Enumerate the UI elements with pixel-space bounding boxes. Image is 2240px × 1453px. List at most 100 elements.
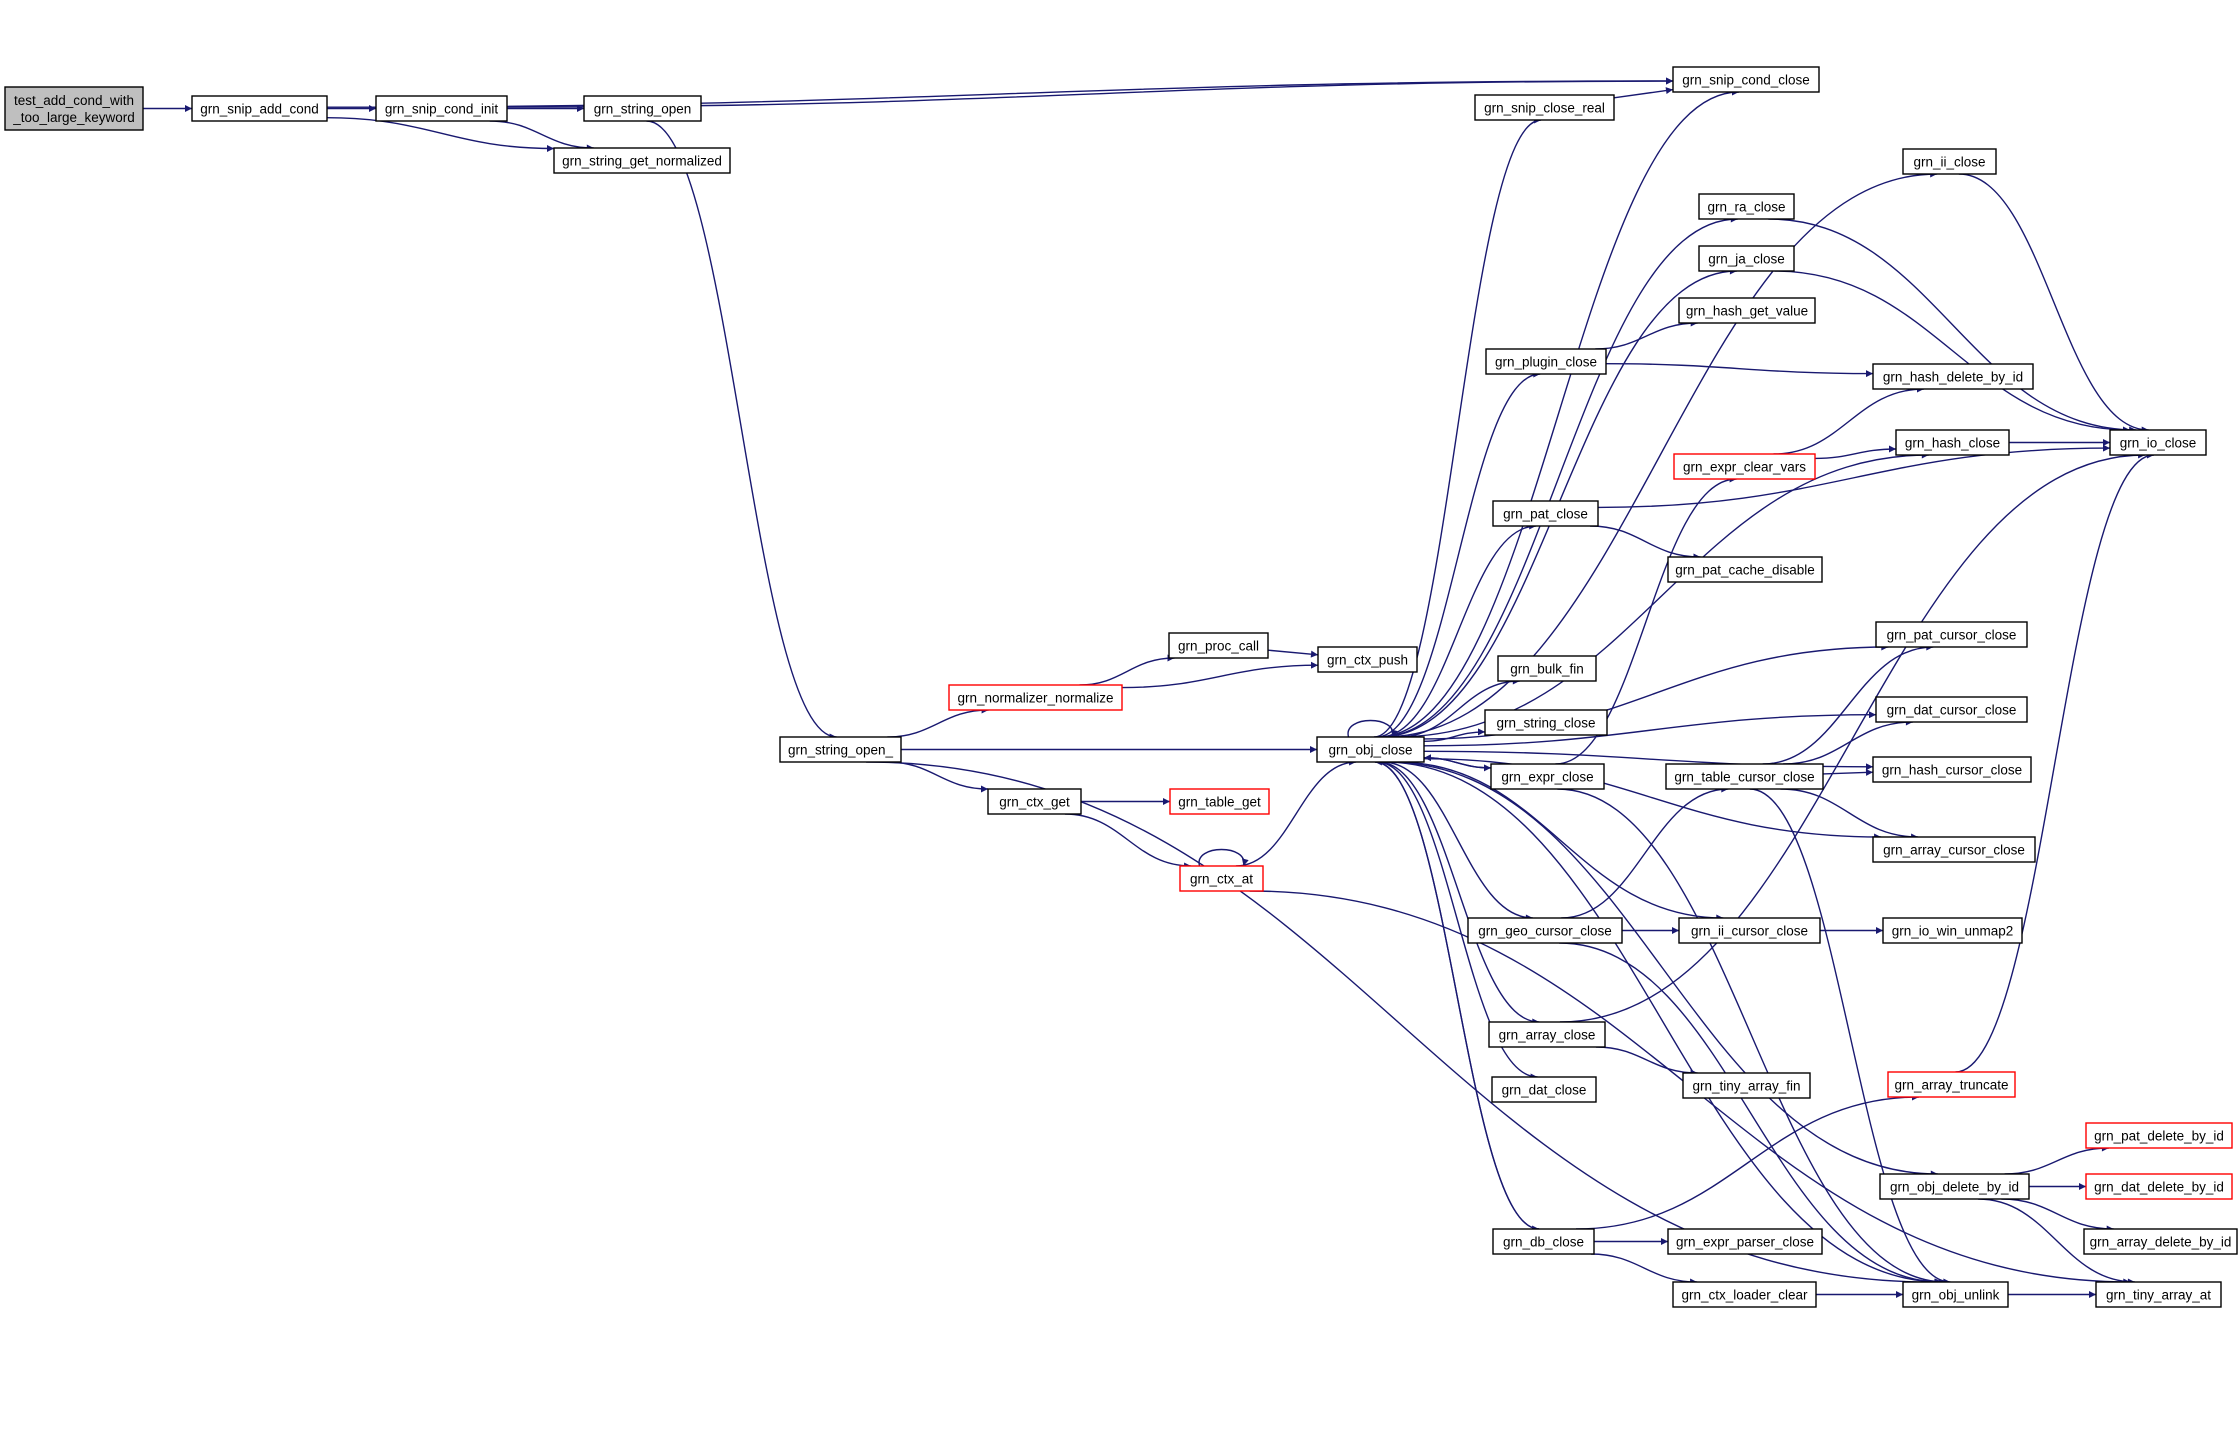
node-expr-close[interactable]: grn_expr_close <box>1490 763 1605 790</box>
node-box <box>2085 1173 2233 1200</box>
node-bulk-fin[interactable]: grn_bulk_fin <box>1497 655 1597 682</box>
node-box <box>1902 1281 2009 1308</box>
node-ii-cursor-close[interactable]: grn_ii_cursor_close <box>1678 917 1821 944</box>
edge-obj-close-to-pat-close <box>1379 522 1537 738</box>
edge-obj-close-to-string-close <box>1423 728 1486 742</box>
edge-db-close-to-ctx-loader-clear <box>1590 1253 1698 1286</box>
node-box <box>1879 1173 2030 1200</box>
node-table-get[interactable]: grn_table_get <box>1169 788 1270 815</box>
node-ctx-loader-clear[interactable]: grn_ctx_loader_clear <box>1672 1281 1817 1308</box>
node-pat-cache-disable[interactable]: grn_pat_cache_disable <box>1667 556 1823 583</box>
node-array-close[interactable]: grn_array_close <box>1488 1021 1606 1048</box>
node-db-close[interactable]: grn_db_close <box>1492 1228 1595 1255</box>
node-box <box>1875 696 2028 723</box>
node-expr-parser-close[interactable]: grn_expr_parser_close <box>1667 1228 1823 1255</box>
node-array-delete-by-id[interactable]: grn_array_delete_by_id <box>2083 1228 2238 1255</box>
node-proc-call[interactable]: grn_proc_call <box>1168 632 1269 659</box>
node-ja-close[interactable]: grn_ja_close <box>1698 245 1795 272</box>
node-string-close[interactable]: grn_string_close <box>1484 709 1608 736</box>
node-box <box>1875 621 2028 648</box>
node-dat-delete-by-id[interactable]: grn_dat_delete_by_id <box>2085 1173 2233 1200</box>
node-normalizer-normalize[interactable]: grn_normalizer_normalize <box>948 684 1123 711</box>
edge-obj-delete-by-id-to-array-delete-by-id <box>2001 1198 2114 1233</box>
node-label: grn_db_close <box>1503 1235 1584 1250</box>
nodes: test_add_cond_with_too_large_keyword grn_… <box>4 66 2238 1308</box>
node-io-close[interactable]: grn_io_close <box>2109 429 2207 456</box>
node-box <box>553 147 731 174</box>
node-label: grn_ii_close <box>1913 155 1985 170</box>
edge-expr-close-to-expr-clear-vars <box>1555 475 1737 765</box>
node-plugin-close[interactable]: grn_plugin_close <box>1485 348 1607 375</box>
node-string-get-normalized[interactable]: grn_string_get_normalized <box>553 147 731 174</box>
node-label: grn_io_win_unmap2 <box>1892 924 2014 939</box>
node-snip-cond-close[interactable]: grn_snip_cond_close <box>1672 66 1820 93</box>
node-snip-close-real[interactable]: grn_snip_close_real <box>1474 94 1615 121</box>
node-box <box>4 86 144 131</box>
edge-obj-close-to-geo-cursor-close <box>1382 761 1533 922</box>
node-box <box>1698 193 1795 220</box>
node-label: grn_dat_cursor_close <box>1887 703 2017 718</box>
node-box <box>1895 429 2010 456</box>
node-hash-cursor-close[interactable]: grn_hash_cursor_close <box>1872 756 2032 783</box>
node-label: grn_ctx_get <box>999 795 1070 810</box>
edge-normalizer-normalize-to-ctx-push <box>1121 661 1319 689</box>
node-dat-close[interactable]: grn_dat_close <box>1491 1076 1597 1103</box>
node-label: grn_bulk_fin <box>1510 662 1584 677</box>
node-array-cursor-close[interactable]: grn_array_cursor_close <box>1872 836 2036 863</box>
node-pat-close[interactable]: grn_pat_close <box>1492 500 1599 527</box>
node-box <box>1667 556 1823 583</box>
node-pat-delete-by-id[interactable]: grn_pat_delete_by_id <box>2085 1122 2233 1149</box>
node-label: grn_tiny_array_at <box>2106 1288 2211 1303</box>
node-label: grn_expr_clear_vars <box>1683 460 1806 475</box>
node-label: grn_hash_cursor_close <box>1882 763 2022 778</box>
node-obj-close[interactable]: grn_obj_close <box>1316 736 1425 763</box>
node-label: grn_string_open <box>594 102 692 117</box>
node-tiny-array-at[interactable]: grn_tiny_array_at <box>2095 1281 2222 1308</box>
node-ctx-get[interactable]: grn_ctx_get <box>987 788 1082 815</box>
node-ctx-at[interactable]: grn_ctx_at <box>1179 865 1264 892</box>
node-tiny-array-fin[interactable]: grn_tiny_array_fin <box>1682 1072 1811 1099</box>
edge-table-cursor-close-to-obj-unlink <box>1749 788 1951 1286</box>
edge-ctx-get-to-ctx-at <box>1064 813 1192 870</box>
node-ra-close[interactable]: grn_ra_close <box>1698 193 1795 220</box>
node-ctx-push[interactable]: grn_ctx_push <box>1317 646 1418 673</box>
edge-obj-close-to-bulk-fin <box>1397 677 1520 738</box>
node-pat-cursor-close[interactable]: grn_pat_cursor_close <box>1875 621 2028 648</box>
node-io-win-unmap2[interactable]: grn_io_win_unmap2 <box>1882 917 2023 944</box>
edge-plugin-close-to-hash-delete-by-id <box>1605 363 1874 378</box>
node-table-cursor-close[interactable]: grn_table_cursor_close <box>1665 763 1824 790</box>
node-ii-close[interactable]: grn_ii_close <box>1902 148 1997 175</box>
node-box <box>1488 1021 1606 1048</box>
edge-geo-cursor-close-to-table-cursor-close <box>1561 785 1729 919</box>
node-hash-get-value[interactable]: grn_hash_get_value <box>1678 297 1816 324</box>
edge-table-cursor-close-to-hash-cursor-close <box>1822 768 1874 776</box>
node-box <box>1168 632 1269 659</box>
node-hash-delete-by-id[interactable]: grn_hash_delete_by_id <box>1872 363 2034 390</box>
node-geo-cursor-close[interactable]: grn_geo_cursor_close <box>1467 917 1623 944</box>
node-hash-close[interactable]: grn_hash_close <box>1895 429 2010 456</box>
node-box <box>1672 1281 1817 1308</box>
node-obj-unlink[interactable]: grn_obj_unlink <box>1902 1281 2009 1308</box>
edge-array-close-to-tiny-array-fin <box>1595 1046 1698 1077</box>
node-label: _too_large_keyword <box>12 110 135 125</box>
edge-obj-close-to-dat-cursor-close <box>1423 711 1877 747</box>
node-snip-add-cond[interactable]: grn_snip_add_cond <box>191 95 328 122</box>
node-label: grn_ctx_push <box>1327 653 1408 668</box>
node-string-open[interactable]: grn_string_open <box>583 95 702 122</box>
edge-obj-close-to-obj-unlink <box>1383 761 1943 1286</box>
node-root[interactable]: test_add_cond_with_too_large_keyword <box>4 86 144 131</box>
edge-pat-close-to-io-close <box>1597 444 2111 509</box>
edge-expr-clear-vars-to-hash-close <box>1814 445 1897 460</box>
edge-expr-close-to-obj-unlink <box>1557 788 1946 1286</box>
node-box <box>1492 500 1599 527</box>
node-string-open-[interactable]: grn_string_open_ <box>779 736 902 763</box>
node-obj-delete-by-id[interactable]: grn_obj_delete_by_id <box>1879 1173 2030 1200</box>
node-expr-clear-vars[interactable]: grn_expr_clear_vars <box>1673 453 1816 480</box>
node-box <box>1872 363 2034 390</box>
edge-obj-close-to-ii-cursor-close <box>1396 761 1724 922</box>
node-dat-cursor-close[interactable]: grn_dat_cursor_close <box>1875 696 2028 723</box>
node-box <box>1667 1228 1823 1255</box>
node-array-truncate[interactable]: grn_array_truncate <box>1887 1071 2016 1098</box>
node-snip-cond-init[interactable]: grn_snip_cond_init <box>375 95 508 122</box>
